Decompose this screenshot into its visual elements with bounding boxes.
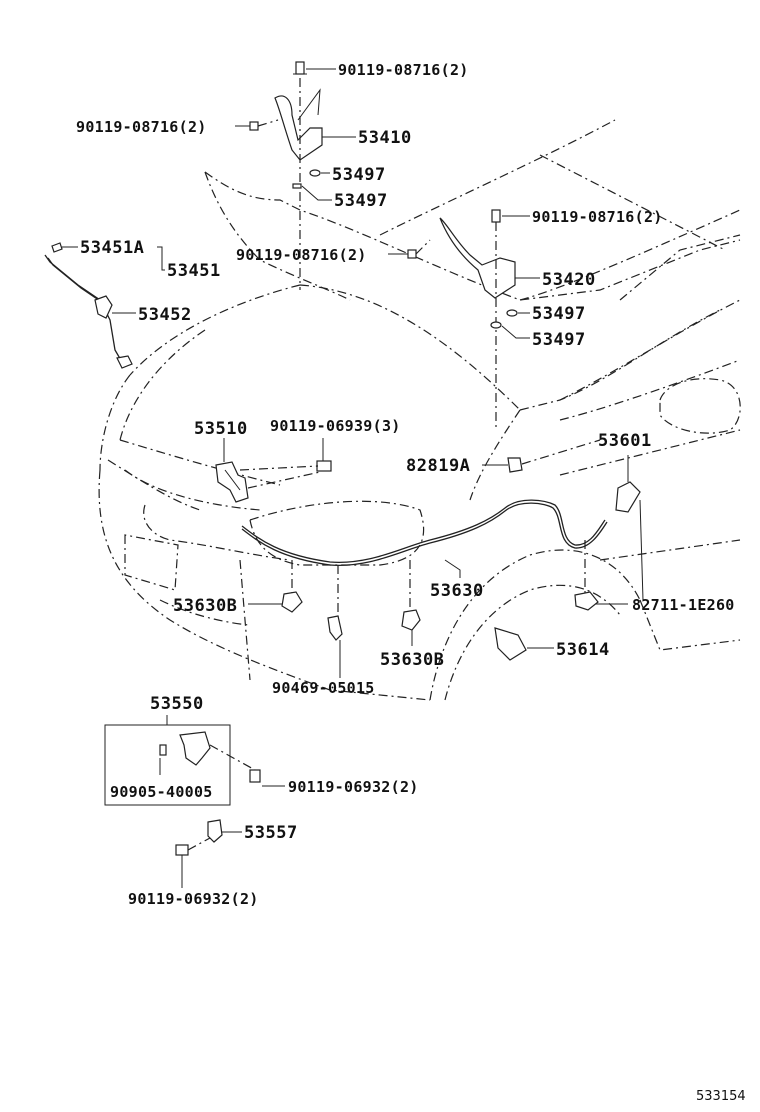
label-90469: 90469-05015: [272, 679, 375, 697]
label-90119-08716-top: 90119-08716(2): [338, 61, 469, 79]
label-53451A: 53451A: [80, 238, 144, 258]
label-90119-06932-a: 90119-06932(2): [288, 778, 419, 796]
car-body-outline: [98, 119, 741, 701]
leaders-support-rod: [62, 246, 165, 314]
leaders-lock: [223, 438, 324, 462]
label-90119-08716-left: 90119-08716(2): [76, 118, 207, 136]
leaders-cable: [248, 455, 644, 678]
label-53420: 53420: [542, 270, 596, 290]
label-53630B-bottom: 53630B: [380, 650, 444, 670]
label-53614: 53614: [556, 640, 610, 660]
release-cable: [241, 439, 641, 620]
label-53630B-left: 53630B: [173, 596, 237, 616]
label-53410: 53410: [358, 128, 412, 148]
label-53452: 53452: [138, 305, 192, 325]
hood-support-rod: [44, 242, 133, 369]
cable-clips: [281, 591, 599, 661]
label-53497-d: 53497: [532, 330, 586, 350]
label-90119-06939: 90119-06939(3): [270, 417, 401, 435]
part-labels: 90119-08716(2) 90119-08716(2) 53410 5349…: [76, 61, 746, 1104]
hood-lock-assembly: [215, 460, 332, 503]
leaders-left-hinge: [235, 68, 356, 201]
label-82711: 82711-1E260: [632, 596, 735, 614]
label-53550: 53550: [150, 694, 204, 714]
label-90119-08716-right-mid: 90119-08716(2): [236, 246, 367, 264]
label-90119-08716-right-top: 90119-08716(2): [532, 208, 663, 226]
hood-hinge-right: [407, 209, 518, 430]
hood-hinge-left: [249, 61, 323, 290]
label-53557: 53557: [244, 823, 298, 843]
label-53497-b: 53497: [334, 191, 388, 211]
bracket-53557: [175, 819, 242, 888]
label-53451: 53451: [167, 261, 221, 281]
label-53497-a: 53497: [332, 165, 386, 185]
leaders-right-hinge: [388, 215, 540, 339]
hood-catch-box: [104, 715, 261, 806]
label-90905: 90905-40005: [110, 783, 213, 801]
label-53510: 53510: [194, 419, 248, 439]
figure-number: 533154: [696, 1089, 746, 1104]
label-53630: 53630: [430, 581, 484, 601]
label-53497-c: 53497: [532, 304, 586, 324]
label-53601: 53601: [598, 431, 652, 451]
label-90119-06932-b: 90119-06932(2): [128, 890, 259, 908]
label-82819A: 82819A: [406, 456, 470, 476]
